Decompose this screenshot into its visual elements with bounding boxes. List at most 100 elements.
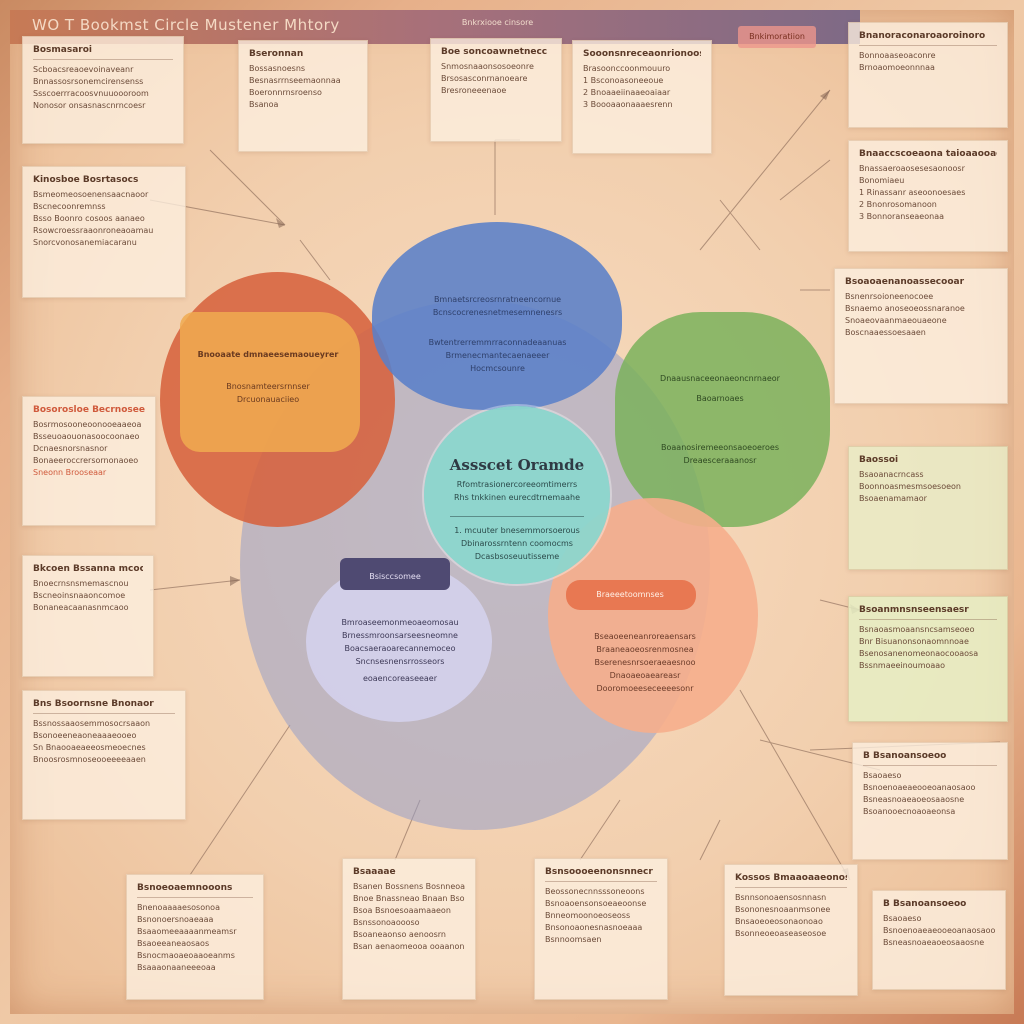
- note-card-title: Bsnsoooeenonsnnecr: [545, 867, 653, 877]
- connector: [699, 819, 721, 861]
- note-card: Bseronnan Bossasnoesns Besnasrrnseemaonn…: [238, 40, 368, 152]
- note-card-line: Snorcvonosanemiacaranu: [33, 238, 137, 247]
- note-card: Bns Bsoornsne Bnonaor Bssnossaaosemmosoc…: [22, 690, 186, 820]
- note-card-line: Bsononesnoaanmsonee: [735, 905, 831, 914]
- note-card: Bsnsoooeenonsnnecr Beossonecnnsssoneoons…: [534, 858, 668, 1000]
- note-card-line: Ssscoerrracoosvnuuoooroom: [33, 89, 149, 98]
- purple-blob-label-bar: [340, 558, 450, 590]
- page-title: WO T Bookmst Circle Mustener Mhtory: [32, 16, 340, 34]
- note-card: Bsaaaae Bsanen Bossnens Bosnneoaeo Bnoe …: [342, 858, 476, 1000]
- note-card-line: Bssnmaeeinoumoaao: [859, 661, 946, 670]
- note-card-line: Bsnoenoaeaeooeoanaosaoo: [863, 783, 976, 792]
- note-card-title: Sooonsnreceaonrionoosem: [583, 49, 701, 59]
- note-card-line: Bsnnsonoaensosnnasn: [735, 893, 827, 902]
- note-card-line: Bsaoaeso: [863, 771, 902, 780]
- note-card-line: Bsoa Bsnoesoaamaaeon: [353, 906, 451, 915]
- connector: [719, 199, 761, 251]
- note-card: Kossos Bmaaoaaeonoss Bsnnsonoaensosnnasn…: [724, 864, 858, 996]
- note-card-line: Dcnaesnorsnasnor: [33, 444, 108, 453]
- note-card-line: Bonaeeroccrersornonaoeo: [33, 456, 139, 465]
- note-card: Bsoanmnsnseensaesr Bsnaoasmoaansncsamseo…: [848, 596, 1008, 722]
- note-card-line: Bsso Boonro cosoos aanaeo: [33, 214, 145, 223]
- note-card-line: Scboacsreaoevoinaveanr: [33, 65, 134, 74]
- note-card-title: Bsaaaae: [353, 867, 396, 877]
- note-card-title: Bns Bsoornsne Bnonaor: [33, 699, 154, 709]
- note-card-line: Boonnoasmesmsoesoeon: [859, 482, 961, 491]
- note-card-line: Bsnenrsoioneenocoee: [845, 292, 934, 301]
- note-card: Bnaaccscoeaona taioaaooaeomos Bnassaeroa…: [848, 140, 1008, 252]
- note-card-line: Nonosor onsasnascnrncoesr: [33, 101, 146, 110]
- note-card-line: Bnoecrnsnsmemascnou: [33, 579, 129, 588]
- note-card: Sooonsnreceaonrionoosem Brasoonccoonmouu…: [572, 40, 712, 154]
- note-card-line: Bsonneoeoaseaseosoe: [735, 929, 827, 938]
- note-card-line: Bsseuoaouonasoocoonaeo: [33, 432, 140, 441]
- divider: [735, 887, 847, 888]
- note-card-line: Boeronnrnsroenso: [249, 88, 322, 97]
- top-strip-label: Bnkrxiooe cinsore: [461, 18, 534, 27]
- note-card-title: Boe soncoawnetnecc: [441, 47, 548, 57]
- note-card-line: Rsowcroessraaonroneaoamau: [33, 226, 154, 235]
- note-card-line: Bsaaaonaaneeeoaa: [137, 963, 216, 972]
- note-card-line: Bsanen Bossnens Bosnneoaeo: [353, 882, 465, 891]
- note-card-line: Brasoonccoonmouuro: [583, 64, 671, 73]
- peach-blob-line: Dooromoeeseceeeesonr: [596, 684, 694, 693]
- note-card-line: Bsneasnoaeaoeosaaosne: [883, 938, 985, 947]
- note-card: Bosorosloe Becrnoseeam Bosrmosooneoonooe…: [22, 396, 156, 526]
- note-card-line: Bosrmosooneoonooeaaeoa: [33, 420, 142, 429]
- green-blob-line: Dnaausnaceeonaeoncnrnaeor: [660, 374, 780, 383]
- blue-blob-line: Bwtentrerremmrraconnadeaanuas: [428, 338, 567, 347]
- note-card-line: Boscnaaessoesaaen: [845, 328, 926, 337]
- note-card-title: Bsoanmnsnseensaesr: [859, 605, 969, 615]
- note-card-title: Bosmasaroi: [33, 45, 92, 55]
- note-card-line: Bsmeomeosoenensaacnaoor: [33, 190, 149, 199]
- purple-blob-line: eoaencoreaseeaer: [362, 674, 438, 683]
- note-card-line: Bnenoaaaaesosonoa: [137, 903, 220, 912]
- note-card-title: Bnanoraconaroaoroinoro: [859, 31, 986, 41]
- note-card-title: Bkcoen Bssanna mcoc: [33, 564, 143, 574]
- note-card-title: Bseronnan: [249, 49, 304, 59]
- divider: [859, 619, 997, 620]
- purple-blob-line: Sncnsesnensrrosseors: [355, 657, 445, 666]
- blue-blob-line: Brmenecmantecaenaeeer: [445, 351, 550, 360]
- note-card-line: Besnasrrnseemaonnaa: [249, 76, 341, 85]
- note-card-line: Bresroneeenaoe: [441, 86, 507, 95]
- arrowhead: [820, 90, 830, 100]
- note-card-line: Bsnaoasmoaansncsamseoeo: [859, 625, 975, 634]
- note-card-title: Kossos Bmaaoaaeonoss: [735, 873, 847, 883]
- note-card-line: Bsanoa: [249, 100, 279, 109]
- note-card-line: Brnoaomoeonnnaa: [859, 63, 935, 72]
- peach-blob-line: Dnaoaeoaeareasr: [609, 671, 681, 680]
- note-card-line: Bsaoeeaneaosaos: [137, 939, 210, 948]
- note-card-line: Beossonecnnsssoneoons: [545, 887, 645, 896]
- note-card-line: Bssnossaaosemmosocrsaaon: [33, 719, 151, 728]
- divider: [137, 897, 253, 898]
- connector: [779, 159, 831, 201]
- center-line: 1. mcuuter bnesemmorsoerous: [454, 526, 580, 535]
- note-card-title: Bnaaccscoeaona taioaaooaeomos: [859, 149, 997, 159]
- green-blob-line: Baoarnoaes: [696, 394, 744, 403]
- connector: [189, 724, 291, 876]
- note-card-line: Bsan aenaomeooa ooaanon: [353, 942, 465, 951]
- note-card-line: 2 Bnonrosomanoon: [859, 200, 937, 209]
- note-card-line: Bsonoeeneaoneaaaeooeo: [33, 731, 137, 740]
- purple-blob-line: Boacsaeraoarecannemoceo: [344, 644, 456, 653]
- note-card: Bnanoraconaroaoroinoro Bonnoaaseoaconre …: [848, 22, 1008, 128]
- center-line: Rfomtrasionercoreeomtimerrs: [456, 480, 578, 489]
- note-card-line: 3 Boooaaonaaaesrenn: [583, 100, 673, 109]
- center-line: Dcasbsoseuutisseme: [474, 552, 560, 561]
- note-card-line: Bsnaemo anoseoeossnaranoe: [845, 304, 965, 313]
- note-card-line: Bonomiaeu: [859, 176, 905, 185]
- note-card-line: Brsosasconrnanoeare: [441, 74, 528, 83]
- purple-blob-line: Bmroaseemonmeoaeomosau: [341, 618, 459, 627]
- connector: [579, 799, 621, 861]
- purple-blob-line: Brnessmroonsarseesneomne: [342, 631, 458, 640]
- blue-blob-line: Bmnaetsrcreosrnratneencornue: [433, 295, 562, 304]
- orange-blob-line: Bnosnamteersrnnser: [226, 382, 310, 391]
- center-circle: [424, 406, 610, 584]
- note-card: Boe soncoawnetnecc Snmosnaaonsosoeonre B…: [430, 38, 562, 142]
- note-card-title: Bsnoeoaemnooons: [137, 883, 233, 893]
- peach-blob-label-bar: [566, 580, 696, 610]
- note-card: Bsnoeoaemnooons Bnenoaaaaesosonoa Bsnono…: [126, 874, 264, 1000]
- note-card-title: B Bsanoansoeoo: [863, 751, 947, 761]
- center-line: Dbinarossrntenn coomocms: [461, 539, 573, 548]
